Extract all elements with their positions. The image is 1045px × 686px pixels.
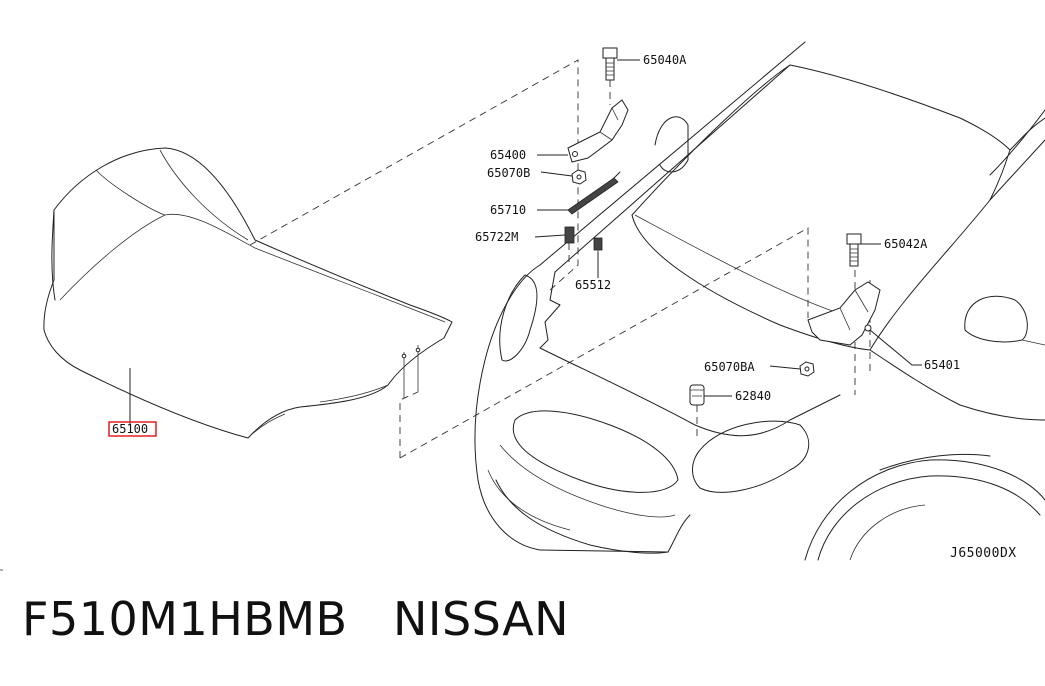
caption-brand: NISSAN: [392, 592, 570, 646]
vehicle-body: [474, 41, 1045, 561]
caption-separator: [348, 592, 393, 646]
hinge-lh[interactable]: [567, 99, 629, 163]
hinge-bolt-rh[interactable]: [846, 233, 862, 267]
caption: F510M1HBMB NISSAN: [22, 596, 569, 642]
part-label-rod-clip[interactable]: 65722M: [475, 230, 518, 244]
part-label-hood[interactable]: 65100: [112, 422, 148, 436]
hinge-bolt-lh[interactable]: [602, 47, 618, 105]
part-label-hinge-bolt-lh[interactable]: 65040A: [643, 53, 687, 67]
diagram-code: J65000DX: [950, 546, 1017, 561]
part-label-bumper-rubber[interactable]: 62840: [735, 389, 771, 403]
part-label-rod-holder[interactable]: 65512: [575, 278, 611, 292]
part-label-hood-rod[interactable]: 65710: [490, 203, 526, 217]
part-label-highlight: [108, 421, 157, 437]
caption-part-number: F510M1HBMB: [22, 592, 348, 646]
hood-panel[interactable]: [43, 147, 453, 439]
hood-support-rod[interactable]: [567, 171, 621, 215]
part-label-hinge-lh[interactable]: 65400: [490, 148, 526, 162]
part-label-hinge-bolt-rh[interactable]: 65042A: [884, 237, 928, 251]
hinge-rh[interactable]: [807, 281, 881, 346]
part-label-hinge-rh[interactable]: 65401: [924, 358, 960, 372]
hood-bumper-rubber[interactable]: [689, 384, 705, 440]
leader-lines: [129, 59, 922, 425]
part-label-nut-rh[interactable]: 65070BA: [704, 360, 755, 374]
part-label-nut-lh[interactable]: 65070B: [487, 166, 530, 180]
hinge-nut-rh[interactable]: [799, 361, 815, 377]
hinge-nut-lh[interactable]: [571, 169, 587, 185]
